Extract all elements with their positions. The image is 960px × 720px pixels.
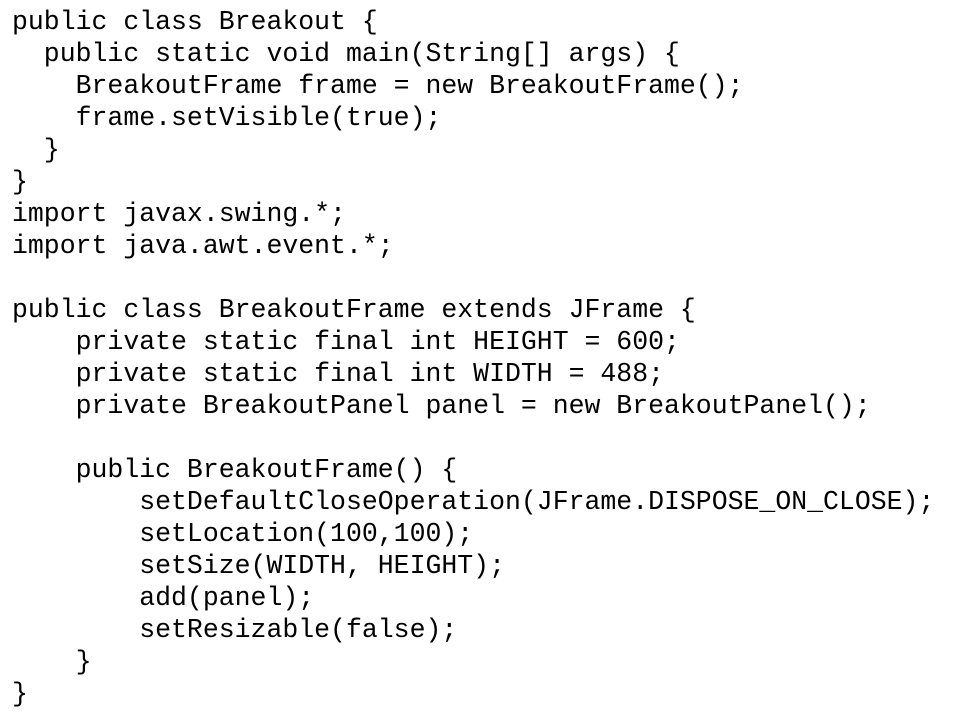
code-line-21: } (12, 647, 92, 677)
code-line-8: import java.awt.event.*; (12, 231, 394, 261)
code-line-19: add(panel); (12, 583, 315, 613)
code-listing: public class Breakout { public static vo… (12, 6, 952, 714)
code-line-18: setSize(WIDTH, HEIGHT); (12, 551, 505, 581)
code-line-12: private static final int WIDTH = 488; (12, 359, 665, 389)
code-line-13: private BreakoutPanel panel = new Breako… (12, 391, 871, 421)
code-line-5: } (12, 135, 60, 165)
code-line-1: public class Breakout { (12, 7, 378, 37)
code-line-15: public BreakoutFrame() { (12, 455, 458, 485)
code-line-20: setResizable(false); (12, 615, 458, 645)
code-line-22: } (12, 679, 28, 709)
code-line-10: public class BreakoutFrame extends JFram… (12, 295, 696, 325)
code-line-2: public static void main(String[] args) { (12, 39, 680, 69)
code-line-14-blank (12, 422, 952, 454)
code-line-11: private static final int HEIGHT = 600; (12, 327, 680, 357)
code-line-16: setDefaultCloseOperation(JFrame.DISPOSE_… (12, 487, 935, 517)
code-line-7: import javax.swing.*; (12, 199, 346, 229)
code-line-4: frame.setVisible(true); (12, 103, 442, 133)
code-line-9-blank (12, 262, 952, 294)
code-line-3: BreakoutFrame frame = new BreakoutFrame(… (12, 71, 744, 101)
code-line-6: } (12, 167, 28, 197)
code-line-17: setLocation(100,100); (12, 519, 474, 549)
